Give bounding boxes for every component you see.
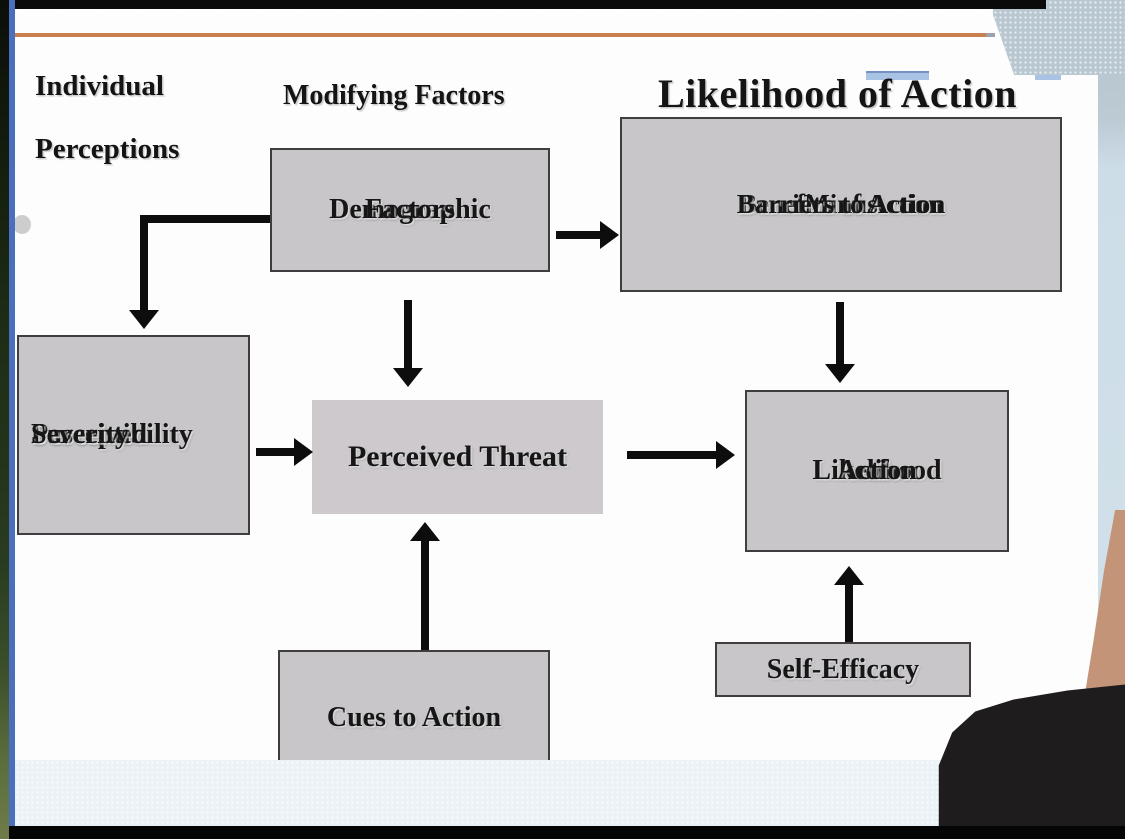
header-modifying-factors: Modifying Factors	[283, 80, 505, 111]
arrow-demographic-to-perceptions	[140, 215, 148, 310]
box-label: Demographic	[329, 194, 491, 226]
box-label: Minus	[804, 188, 878, 219]
arrow-benefits-to-likelihood	[836, 302, 844, 364]
letterbox-top-bar	[15, 0, 1046, 9]
accent-rule	[15, 33, 988, 37]
header-individual-perceptions: Individual	[35, 70, 164, 102]
box-label: Perceived Threat	[347, 440, 568, 473]
arrowhead-down-icon	[129, 310, 159, 329]
box-cues-to-action: Cues to Action	[278, 650, 550, 762]
box-label: Factors	[364, 194, 456, 226]
box-likelihood-of-action: Likelihood of Action	[745, 390, 1009, 552]
box-label: Self-Efficacy	[766, 653, 920, 685]
box-label: Susceptibility	[31, 418, 193, 450]
arrow-demographic-to-benefits	[556, 231, 600, 239]
box-perceived-susceptibility-severity: Perceived Susceptibility Perceived Sever…	[17, 335, 250, 535]
header-individual-perceptions: Perceptions	[35, 133, 180, 165]
arrowhead-down-icon	[825, 364, 855, 383]
edge-bump-decoration	[13, 215, 31, 234]
header-likelihood-of-action: Likelihood of Action	[658, 71, 1017, 116]
box-label: Action	[837, 455, 917, 487]
arrow-demographic-to-perceptions	[140, 215, 270, 223]
box-label: Perceived	[31, 418, 148, 450]
arrow-cues-to-threat	[421, 540, 429, 650]
arrow-threat-to-likelihood	[627, 451, 717, 459]
box-demographic-factors: Demographic Factors	[270, 148, 550, 272]
arrowhead-up-icon	[410, 522, 440, 541]
arrow-demographic-to-threat	[404, 300, 412, 368]
slide-top-strip	[15, 9, 1098, 72]
highlight-artifact	[866, 71, 929, 80]
background-texture-corner	[993, 0, 1125, 75]
arrowhead-right-icon	[716, 441, 735, 469]
box-perceived-threat: Perceived Threat	[312, 400, 603, 514]
arrowhead-right-icon	[600, 221, 619, 249]
arrow-perceptions-to-threat	[256, 448, 296, 456]
arrowhead-right-icon	[294, 438, 313, 466]
arrowhead-up-icon	[834, 566, 864, 585]
box-label: Severity	[31, 418, 129, 450]
letterbox-bottom-bar	[0, 826, 1125, 839]
arrow-selfefficacy-to-likelihood	[845, 584, 853, 642]
box-label: Barriers to Action	[736, 188, 946, 219]
window-frame-line	[9, 0, 15, 826]
box-label: Likelihood	[812, 455, 942, 487]
box-label: of	[865, 455, 889, 487]
background-foliage-sliver	[0, 0, 9, 839]
box-label: Cues to Action	[326, 702, 502, 733]
arrowhead-down-icon	[393, 368, 423, 387]
box-label: Benefits of Action	[739, 188, 943, 219]
box-self-efficacy: Self-Efficacy	[715, 642, 971, 697]
accent-rule-cap	[986, 33, 995, 37]
box-benefits-minus-barriers: Benefits of Action Minus Barriers to Act…	[620, 117, 1062, 292]
box-label: Perceived	[31, 418, 148, 450]
